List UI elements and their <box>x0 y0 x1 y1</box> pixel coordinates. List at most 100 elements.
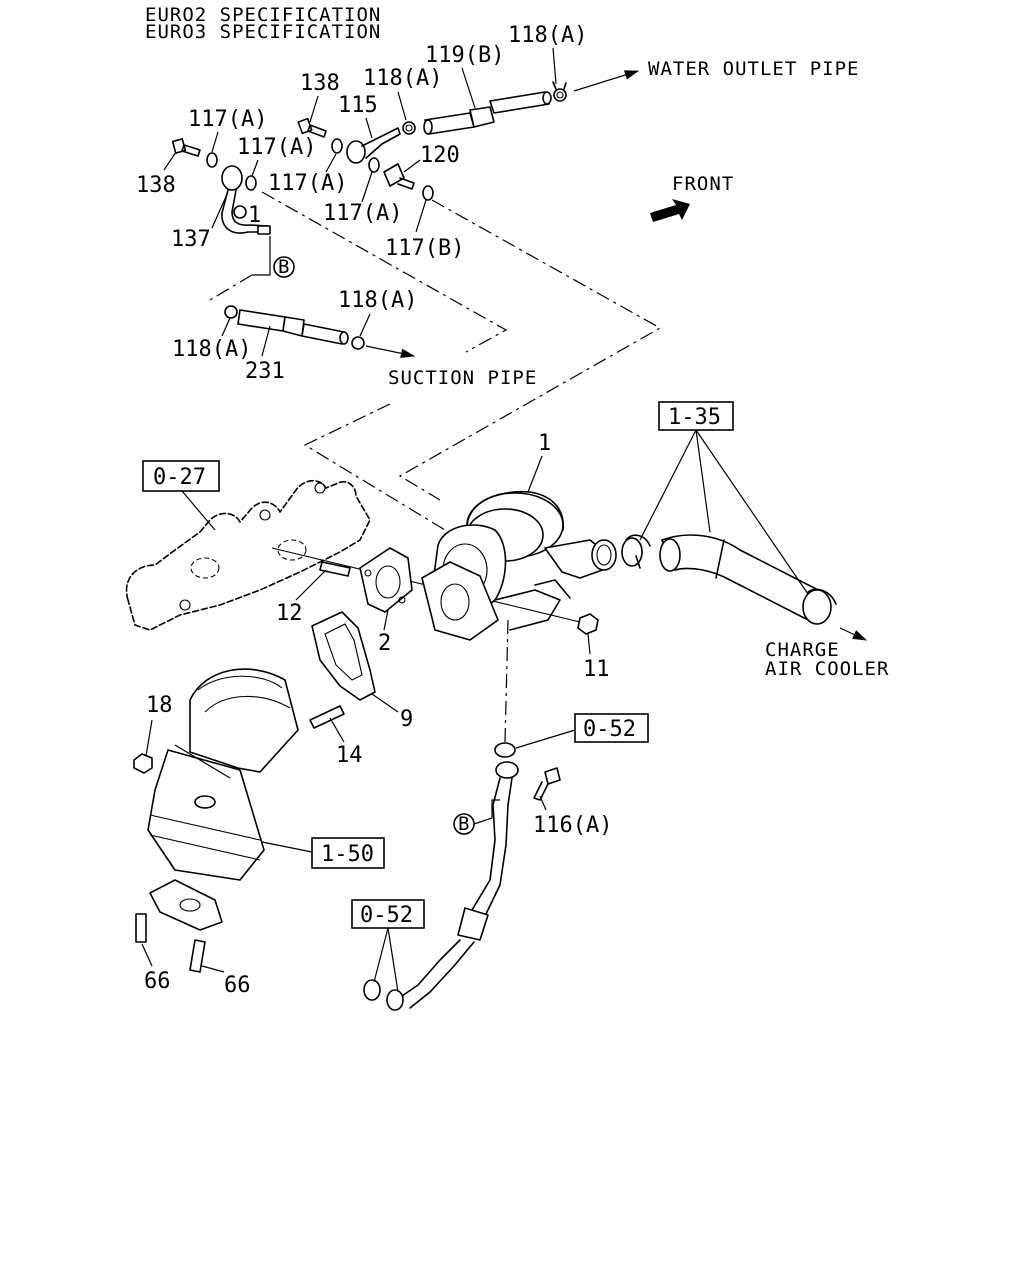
bolt-138-lower <box>171 138 201 157</box>
ref-0-52-a-text: 0-52 <box>583 717 636 742</box>
lead-118a-top <box>552 47 557 85</box>
b-leader-upper <box>252 236 271 276</box>
label-138-b: 138 <box>136 173 176 198</box>
lead-18 <box>145 719 153 757</box>
lead-119b <box>461 67 476 109</box>
lead-117a-3 <box>325 153 337 173</box>
pipe-137 <box>221 165 271 235</box>
stud-14 <box>309 705 345 729</box>
washer-117a-b <box>206 152 218 168</box>
lead-118a-mid <box>397 91 407 121</box>
lead-12 <box>295 569 327 601</box>
washer-117a-a <box>331 138 343 154</box>
washer-117a-c <box>245 175 257 191</box>
ref-box-0-52-b <box>351 899 425 929</box>
lead-137 <box>211 191 229 229</box>
header-euro2: EURO2 SPECIFICATION <box>145 4 381 26</box>
lead-9 <box>371 693 399 713</box>
label-1: 1 <box>538 431 551 456</box>
lead-1 <box>527 455 543 493</box>
charge-label-2: AIR COOLER <box>765 658 889 680</box>
label-11: 11 <box>583 657 610 682</box>
lead-66-b <box>201 965 225 973</box>
label-118a-top: 118(A) <box>508 23 587 48</box>
lead-117a-2 <box>251 159 259 177</box>
label-231: 231 <box>245 359 285 384</box>
catalytic-converter <box>147 668 299 931</box>
dash-line-1 <box>261 191 508 353</box>
label-12: 12 <box>276 601 303 626</box>
front-label: FRONT <box>672 173 734 195</box>
charge-arrow <box>839 627 868 641</box>
ref-box-0-52-a <box>574 713 649 743</box>
ref-box-0-27 <box>142 460 220 492</box>
oil-return-pipe <box>363 742 519 1011</box>
label-137: 137 <box>171 227 211 252</box>
callout-b-lower-text: B <box>458 813 470 835</box>
label-118a-lo1: 118(A) <box>338 288 417 313</box>
bolt-138-upper <box>297 117 327 138</box>
ref-1-50-text: 1-50 <box>321 842 374 867</box>
lead-117b <box>415 199 427 233</box>
label-117b: 117(B) <box>385 236 464 261</box>
ref-box-1-50 <box>311 837 385 869</box>
nut-11 <box>577 613 599 635</box>
lead-0-52-a <box>515 729 576 749</box>
eye-joint-115 <box>346 127 401 164</box>
callout-b-upper <box>273 256 295 278</box>
front-arrow-icon <box>650 199 690 222</box>
label-66-b: 66 <box>224 973 251 998</box>
lead-2 <box>383 609 389 631</box>
dash-oil-line <box>504 619 509 743</box>
lead-1-35 <box>639 429 809 595</box>
nut-18 <box>133 753 153 774</box>
lead-0-27 <box>181 490 216 531</box>
charge-air-hose <box>621 534 837 625</box>
ref-box-1-35 <box>658 401 734 431</box>
turbocharger <box>421 490 617 641</box>
gasket-9 <box>311 611 376 701</box>
hose-231 <box>224 305 365 350</box>
lead-118a-lo1 <box>359 313 371 337</box>
lead-117a-1 <box>211 131 219 153</box>
ref-0-27-text: 0-27 <box>153 465 206 490</box>
charge-label-1: CHARGE <box>765 639 840 661</box>
water-outlet-label: WATER OUTLET PIPE <box>648 58 859 80</box>
bolt-116a <box>533 767 561 801</box>
label-117a-1: 117(A) <box>188 107 267 132</box>
label-118a-lo2: 118(A) <box>172 337 251 362</box>
clamp-118a-top <box>552 81 567 102</box>
suction-label: SUCTION PIPE <box>388 367 537 389</box>
label-66-a: 66 <box>144 969 171 994</box>
lead-116a <box>539 795 547 811</box>
dash-line-3 <box>398 199 662 501</box>
lead-1-50 <box>261 841 313 853</box>
label-9: 9 <box>400 707 413 732</box>
lead-115 <box>365 117 373 139</box>
b-leader-lower <box>473 799 500 825</box>
label-2: 2 <box>378 631 391 656</box>
union-120 <box>383 163 415 190</box>
washer-117b <box>422 185 434 201</box>
lead-14 <box>329 717 345 743</box>
dash-line-2 <box>303 403 446 531</box>
b-dash-upper <box>209 274 253 301</box>
lead-117a-4 <box>361 171 373 203</box>
lead-11 <box>587 633 591 655</box>
label-117a-4: 117(A) <box>323 201 402 226</box>
stud-66-b <box>189 939 206 973</box>
label-115: 115 <box>338 93 378 118</box>
header-euro3: EURO3 SPECIFICATION <box>145 21 381 43</box>
exhaust-manifold <box>125 479 371 631</box>
lead-120 <box>403 159 421 173</box>
label-119b: 119(B) <box>425 43 504 68</box>
label-120: 120 <box>420 143 460 168</box>
stud-66-a <box>135 913 147 943</box>
label-138-a: 138 <box>300 71 340 96</box>
label-117a-2: 117(A) <box>237 135 316 160</box>
cat-axis-line <box>174 744 231 779</box>
label-116a: 116(A) <box>533 813 612 838</box>
label-1-small: 1 <box>248 203 261 228</box>
label-18: 18 <box>146 693 173 718</box>
